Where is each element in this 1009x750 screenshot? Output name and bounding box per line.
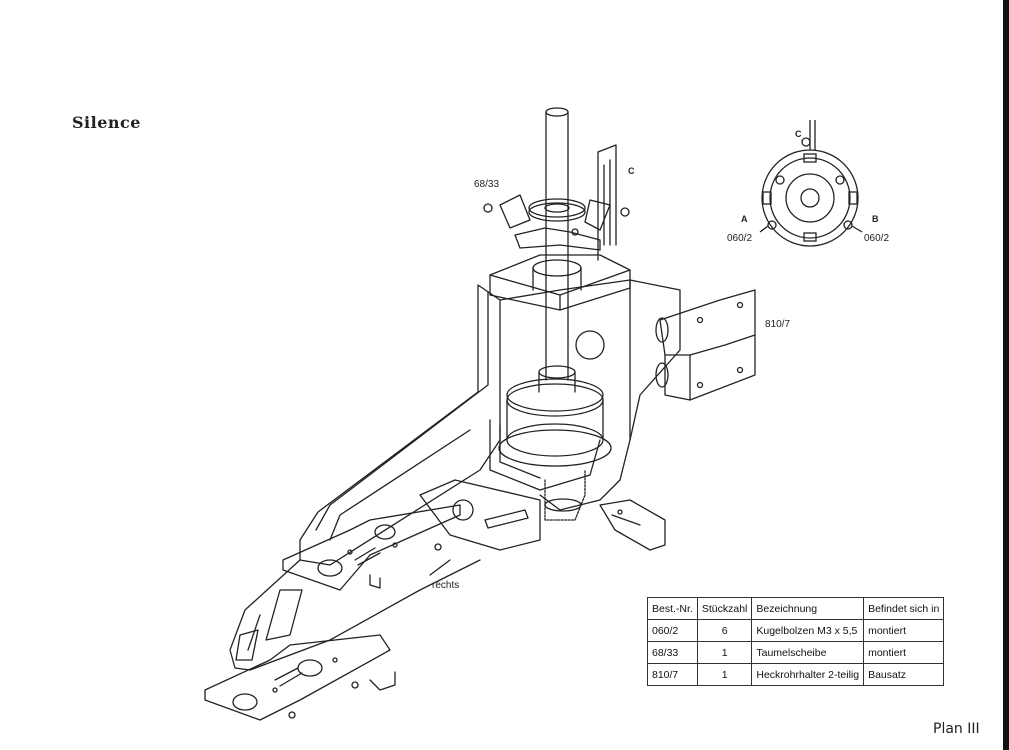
page-title: Silence <box>72 113 141 132</box>
header-stueckzahl: Stückzahl <box>696 597 753 620</box>
tail-drive-gear <box>544 469 586 521</box>
cell-location: Bausatz <box>863 663 945 686</box>
callout-810-7: 810/7 <box>765 319 790 330</box>
callout-b: B <box>872 214 879 224</box>
swash-guide <box>597 144 617 261</box>
bearing-block <box>489 254 631 311</box>
cell-qty: 1 <box>696 663 753 686</box>
header-bezeichnung: Bezeichnung <box>751 597 865 620</box>
header-best-nr: Best.-Nr. <box>647 597 698 620</box>
scan-edge <box>1003 0 1009 750</box>
plan-label: Plan III <box>933 721 980 737</box>
callout-a: A <box>741 214 748 224</box>
swashplate-detail <box>759 120 863 247</box>
tail-boom-holder <box>659 289 756 356</box>
table-row: 060/2 6 Kugelbolzen M3 x 5,5 montiert <box>647 619 945 642</box>
cell-name: Taumelscheibe <box>751 641 865 664</box>
callout-060-2-left: 060/2 <box>727 233 752 244</box>
cell-location: montiert <box>863 641 945 664</box>
gearbox-housing <box>489 419 601 491</box>
swashplate <box>528 202 586 222</box>
motor-mount-plate <box>419 479 541 551</box>
servo-plate-upper <box>282 504 461 591</box>
callout-c-detail: C <box>795 129 802 139</box>
cell-nr: 68/33 <box>647 641 698 664</box>
frame-right-plate <box>499 279 681 511</box>
callout-rechts: rechts <box>432 580 459 591</box>
cell-nr: 060/2 <box>647 619 698 642</box>
table-row: 68/33 1 Taumelscheibe montiert <box>647 641 945 664</box>
cell-name: Kugelbolzen M3 x 5,5 <box>751 619 865 642</box>
parts-table: Best.-Nr. Stückzahl Bezeichnung Befindet… <box>647 597 945 686</box>
callout-68-33: 68/33 <box>474 179 499 190</box>
cell-qty: 1 <box>696 641 753 664</box>
table-row: 810/7 1 Heckrohrhalter 2-teilig Bausatz <box>647 663 945 686</box>
cell-nr: 810/7 <box>647 663 698 686</box>
parts-table-header-row: Best.-Nr. Stückzahl Bezeichnung Befindet… <box>647 597 945 620</box>
landing-mount-right <box>599 499 666 551</box>
callout-060-2-right: 060/2 <box>864 233 889 244</box>
servo-plate-lower <box>204 634 391 721</box>
cell-qty: 6 <box>696 619 753 642</box>
cell-location: montiert <box>863 619 945 642</box>
frame-side-plate <box>299 284 501 566</box>
callout-labels: 68/33 C C A B 060/2 060/2 810/7 rechts <box>432 129 889 591</box>
callout-c-top: C <box>628 166 635 176</box>
frame-lower-rail <box>229 559 481 671</box>
header-befindet: Befindet sich in <box>863 597 945 620</box>
cell-name: Heckrohrhalter 2-teilig <box>751 663 865 686</box>
